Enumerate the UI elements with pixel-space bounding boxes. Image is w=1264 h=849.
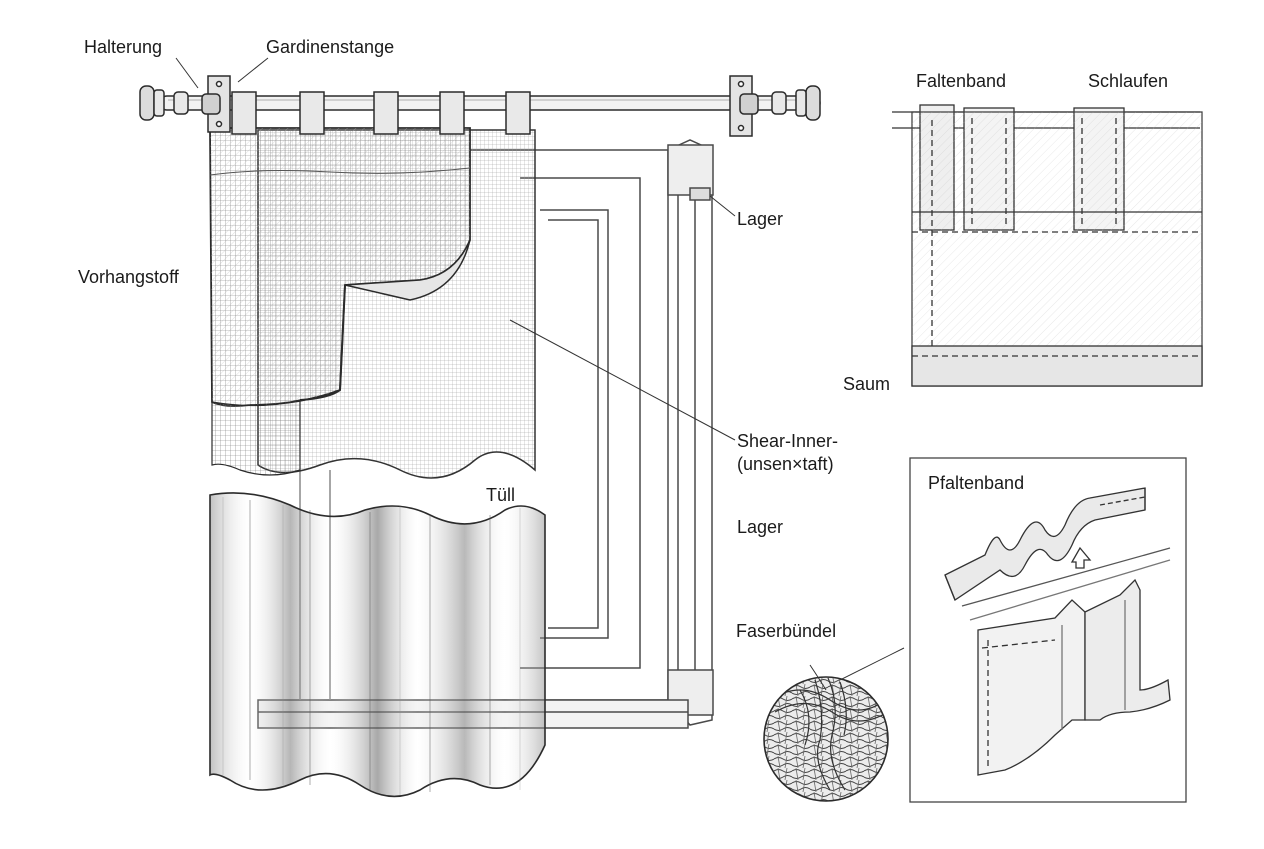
label-gardinenstange: Gardinenstange [266,37,395,57]
bracket-right [729,75,759,137]
label-vorhangstoff: Vorhangstoff [78,267,179,287]
label-tuell: Tüll [486,485,516,505]
finial-left [139,85,189,121]
label-saum: Saum [843,374,891,394]
label-shear-inner: Shear-Inner- (unsen×taft) [737,430,838,476]
label-halterung: Halterung [84,37,163,57]
label-shear-inner-line1: Shear-Inner- [737,431,839,451]
curtain-rod [139,75,821,137]
label-faltenband: Faltenband [916,71,1007,91]
label-faserbuendel: Faserbündel [736,621,837,641]
sheer-lower-curtain [209,492,546,798]
label-shear-inner-line2: (unsen×taft) [737,454,834,474]
label-pfaltenband: Pfaltenband [928,473,1025,493]
bracket-left [201,75,231,133]
vorhangstoff-fabric [209,127,471,476]
label-lager-bottom: Lager [737,517,784,537]
detail-tab-top [892,104,1203,387]
detail-pleat-box [909,457,1187,803]
detail-fiber-circle [763,664,889,802]
label-lager-top: Lager [737,209,784,229]
label-schlaufen: Schlaufen [1088,71,1169,91]
finial-right [771,85,821,121]
tab-loops [231,91,531,135]
